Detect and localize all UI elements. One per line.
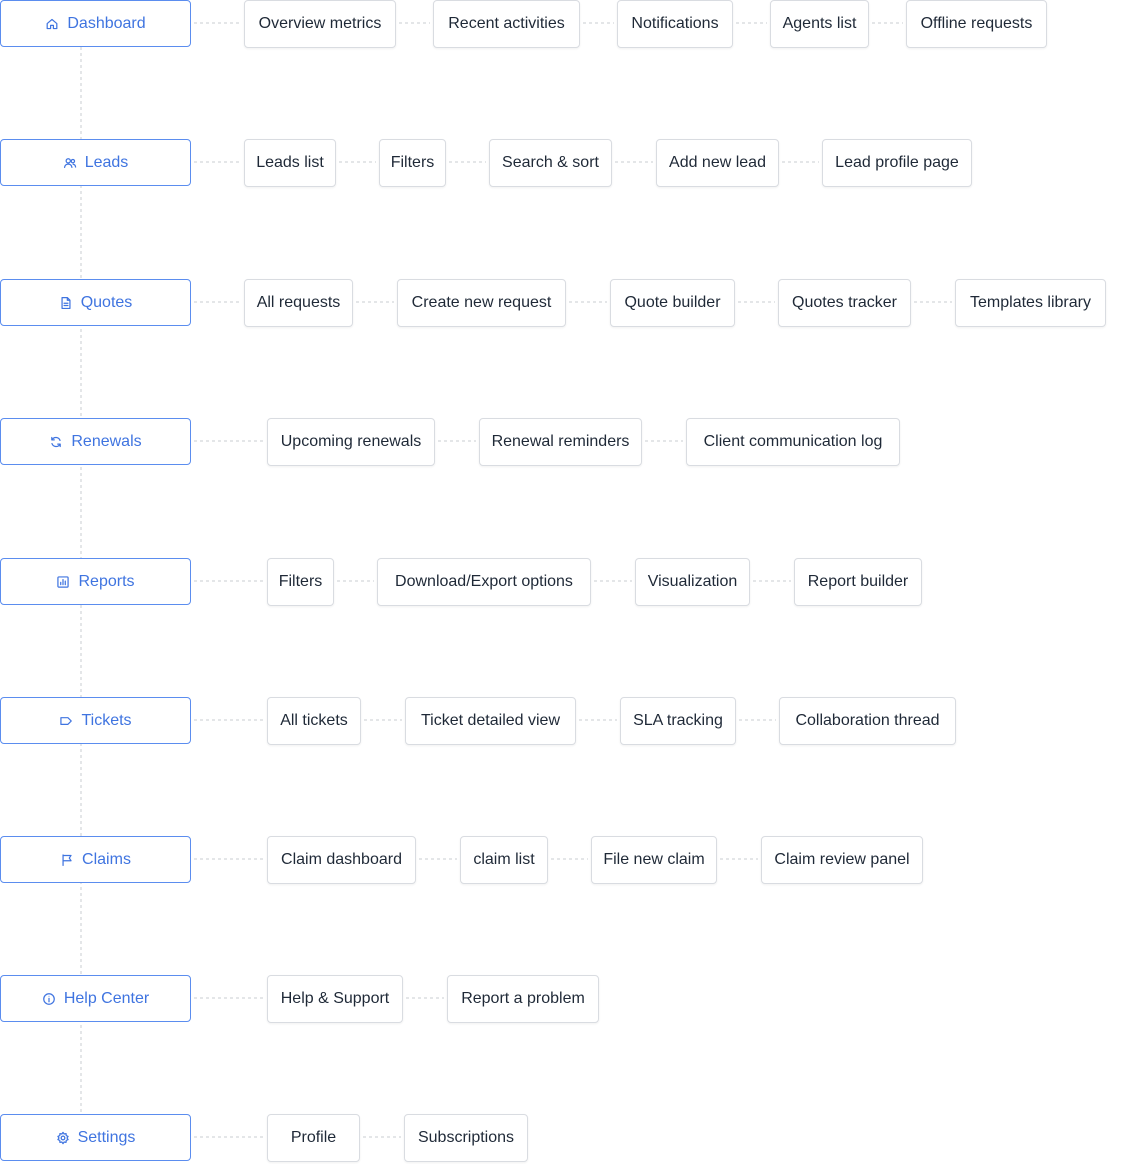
page-item-agents-list[interactable]: Agents list (770, 0, 869, 48)
page-item-all-tickets[interactable]: All tickets (267, 697, 361, 745)
page-item-report-builder[interactable]: Report builder (794, 558, 922, 606)
page-item-leads-list[interactable]: Leads list (244, 139, 336, 187)
gear-icon (56, 1131, 70, 1145)
section-row-renewals: Renewals Upcoming renewals Renewal reminde… (0, 418, 1140, 468)
page-item-subscriptions[interactable]: Subscriptions (404, 1114, 528, 1162)
document-icon (59, 296, 73, 310)
section-button-help-center[interactable]: Help Center (0, 975, 191, 1022)
page-item-recent-activities[interactable]: Recent activities (433, 0, 580, 48)
page-item-filters[interactable]: Filters (267, 558, 334, 606)
page-item-lead-profile-page[interactable]: Lead profile page (822, 139, 972, 187)
section-row-help-center: Help Center Help & Support Report a proble… (0, 975, 1140, 1025)
section-label: Tickets (81, 711, 132, 729)
page-item-client-communication-log[interactable]: Client communication log (686, 418, 900, 466)
section-row-leads: Leads Leads list Filters Search & sort Add n… (0, 139, 1140, 189)
section-button-claims[interactable]: Claims (0, 836, 191, 883)
page-item-add-new-lead[interactable]: Add new lead (656, 139, 779, 187)
page-item-all-requests[interactable]: All requests (244, 279, 353, 327)
page-item-visualization[interactable]: Visualization (635, 558, 750, 606)
page-item-quote-builder[interactable]: Quote builder (610, 279, 735, 327)
section-button-renewals[interactable]: Renewals (0, 418, 191, 465)
section-label: Help Center (63, 989, 150, 1007)
section-row-settings: Settings Profile Subscriptions (0, 1114, 1140, 1164)
section-row-quotes: Quotes All requests Create new request Quot… (0, 279, 1140, 329)
page-item-overview-metrics[interactable]: Overview metrics (244, 0, 396, 48)
page-item-templates-library[interactable]: Templates library (955, 279, 1106, 327)
page-item-quotes-tracker[interactable]: Quotes tracker (778, 279, 911, 327)
section-label: Settings (77, 1128, 136, 1146)
page-item-help-support[interactable]: Help & Support (267, 975, 403, 1023)
flag-icon (60, 853, 74, 867)
bar-chart-icon (56, 575, 70, 589)
section-label: Renewals (71, 432, 142, 450)
section-button-settings[interactable]: Settings (0, 1114, 191, 1161)
section-button-quotes[interactable]: Quotes (0, 279, 191, 326)
page-item-download-export-options[interactable]: Download/Export options (377, 558, 591, 606)
page-item-search-sort[interactable]: Search & sort (489, 139, 612, 187)
page-item-offline-requests[interactable]: Offline requests (906, 0, 1047, 48)
section-label: Reports (78, 572, 135, 590)
page-item-profile[interactable]: Profile (267, 1114, 360, 1162)
page-item-sla-tracking[interactable]: SLA tracking (620, 697, 736, 745)
info-icon (42, 992, 56, 1006)
section-row-dashboard: Dashboard Overview metrics Recent activiti… (0, 0, 1140, 50)
page-item-ticket-detailed-view[interactable]: Ticket detailed view (405, 697, 576, 745)
section-row-reports: Reports Filters Download/Export options Vis… (0, 558, 1140, 608)
tag-icon (59, 714, 73, 728)
page-item-claim-review-panel[interactable]: Claim review panel (761, 836, 923, 884)
page-item-notifications[interactable]: Notifications (617, 0, 733, 48)
section-button-tickets[interactable]: Tickets (0, 697, 191, 744)
section-row-claims: Claims Claim dashboard claim list File new … (0, 836, 1140, 886)
section-button-reports[interactable]: Reports (0, 558, 191, 605)
page-item-file-new-claim[interactable]: File new claim (591, 836, 717, 884)
page-item-claim-list[interactable]: claim list (460, 836, 548, 884)
section-label: Leads (84, 153, 129, 171)
home-icon (45, 17, 59, 31)
page-item-collaboration-thread[interactable]: Collaboration thread (779, 697, 956, 745)
section-label: Dashboard (67, 14, 146, 32)
page-item-create-new-request[interactable]: Create new request (397, 279, 566, 327)
page-item-renewal-reminders[interactable]: Renewal reminders (479, 418, 642, 466)
page-item-claim-dashboard[interactable]: Claim dashboard (267, 836, 416, 884)
page-item-upcoming-renewals[interactable]: Upcoming renewals (267, 418, 435, 466)
section-label: Quotes (80, 293, 133, 311)
page-item-filters[interactable]: Filters (379, 139, 446, 187)
section-button-leads[interactable]: Leads (0, 139, 191, 186)
section-button-dashboard[interactable]: Dashboard (0, 0, 191, 47)
users-icon (63, 156, 77, 170)
section-label: Claims (82, 850, 131, 868)
section-row-tickets: Tickets All tickets Ticket detailed view SL… (0, 697, 1140, 747)
refresh-icon (49, 435, 63, 449)
page-item-report-a-problem[interactable]: Report a problem (447, 975, 599, 1023)
